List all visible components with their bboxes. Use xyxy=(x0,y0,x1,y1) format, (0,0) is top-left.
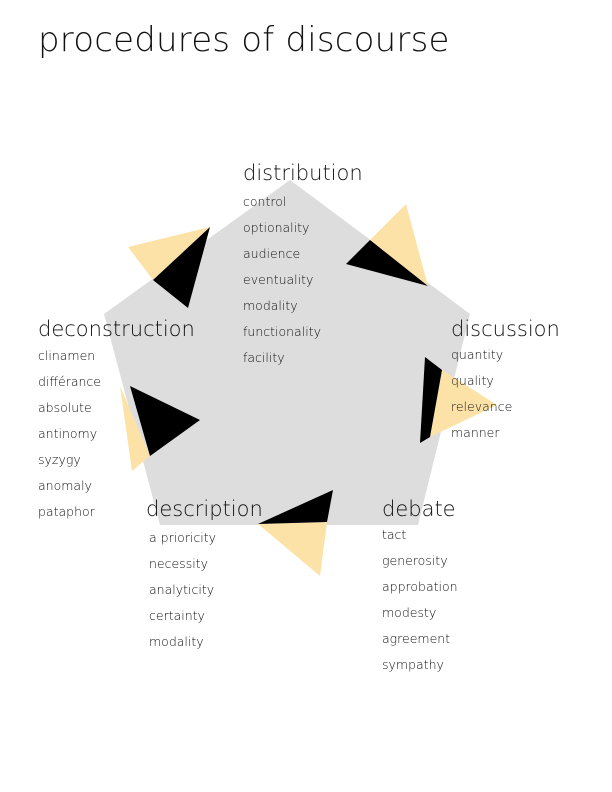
triangle-dark-left xyxy=(130,386,200,456)
group-debate: debate tact generosity approbation modes… xyxy=(382,497,458,678)
list-item: anomaly xyxy=(38,478,92,493)
list-item: absolute xyxy=(38,400,92,415)
list-item: quantity xyxy=(451,347,504,362)
list-item: a prioricity xyxy=(149,530,217,545)
list-item: functionality xyxy=(243,324,321,339)
heading-distribution: distribution xyxy=(243,161,363,185)
list-item: analyticity xyxy=(149,582,215,597)
list-item: optionality xyxy=(243,220,310,235)
triangle-light-bottom xyxy=(258,522,327,576)
group-distribution: distribution control optionality audienc… xyxy=(243,161,363,371)
list-item: certainty xyxy=(149,608,205,623)
list-description: a prioricity necessity analyticity certa… xyxy=(149,525,263,655)
list-item: control xyxy=(243,194,287,209)
list-item: modality xyxy=(243,298,298,313)
list-item: clinamen xyxy=(38,348,96,363)
list-item: tact xyxy=(382,527,407,542)
heading-deconstruction: deconstruction xyxy=(38,317,195,341)
list-item: generosity xyxy=(382,553,448,568)
group-discussion: discussion quantity quality relevance ma… xyxy=(451,317,560,446)
list-item: agreement xyxy=(382,631,451,646)
list-discussion: quantity quality relevance manner xyxy=(451,342,560,446)
list-item: antinomy xyxy=(38,426,98,441)
list-item: approbation xyxy=(382,579,458,594)
heading-debate: debate xyxy=(382,497,456,521)
list-item: sympathy xyxy=(382,657,444,672)
list-item: eventuality xyxy=(243,272,314,287)
page-title: procedures of discourse xyxy=(38,20,450,60)
list-item: différance xyxy=(38,374,101,389)
list-item: quality xyxy=(451,373,494,388)
list-item: audience xyxy=(243,246,301,261)
triangle-dark-top-right xyxy=(346,240,428,286)
list-item: manner xyxy=(451,425,500,440)
triangle-light-top-right xyxy=(370,204,428,286)
triangle-light-top-left xyxy=(128,227,210,280)
triangle-light-left xyxy=(120,386,150,471)
heading-discussion: discussion xyxy=(451,317,560,341)
list-item: relevance xyxy=(451,399,513,414)
group-description: description a prioricity necessity analy… xyxy=(146,497,263,655)
list-debate: tact generosity approbation modesty agre… xyxy=(382,522,458,678)
list-item: modesty xyxy=(382,605,437,620)
group-deconstruction: deconstruction clinamen différance absol… xyxy=(38,317,195,525)
triangle-dark-top-left xyxy=(153,227,210,308)
list-item: pataphor xyxy=(38,504,95,519)
heading-description: description xyxy=(146,497,263,521)
list-distribution: control optionality audience eventuality… xyxy=(243,189,363,371)
list-item: facility xyxy=(243,350,285,365)
list-item: necessity xyxy=(149,556,208,571)
triangle-dark-right xyxy=(420,357,442,443)
triangle-light-right xyxy=(430,370,497,437)
list-item: modality xyxy=(149,634,204,649)
triangle-dark-bottom xyxy=(258,490,333,524)
list-deconstruction: clinamen différance absolute antinomy sy… xyxy=(38,343,195,525)
list-item: syzygy xyxy=(38,452,81,467)
